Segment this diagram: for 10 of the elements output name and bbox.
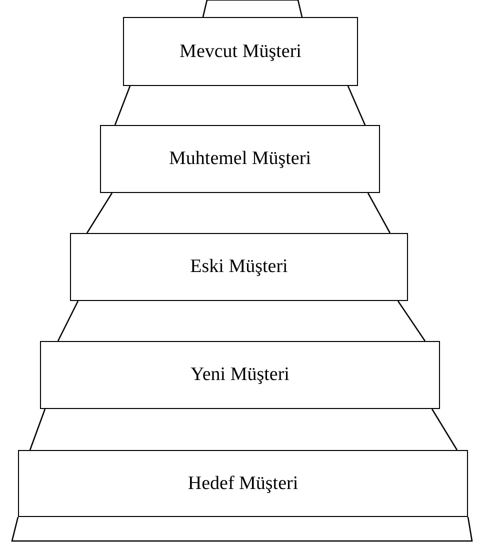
level-label: Muhtemel Müşteri — [169, 148, 311, 170]
pyramid-level-box — [100, 125, 380, 193]
pyramid-level-box — [40, 341, 440, 409]
level-label: Mevcut Müşteri — [180, 40, 302, 62]
pyramid-level-box — [70, 233, 408, 301]
level-label: Yeni Müşteri — [190, 364, 290, 386]
level-label: Hedef Müşteri — [188, 472, 298, 494]
pyramid-level-box — [123, 17, 358, 86]
level-label: Eski Müşteri — [190, 256, 288, 278]
pyramid-level-box — [18, 450, 468, 517]
